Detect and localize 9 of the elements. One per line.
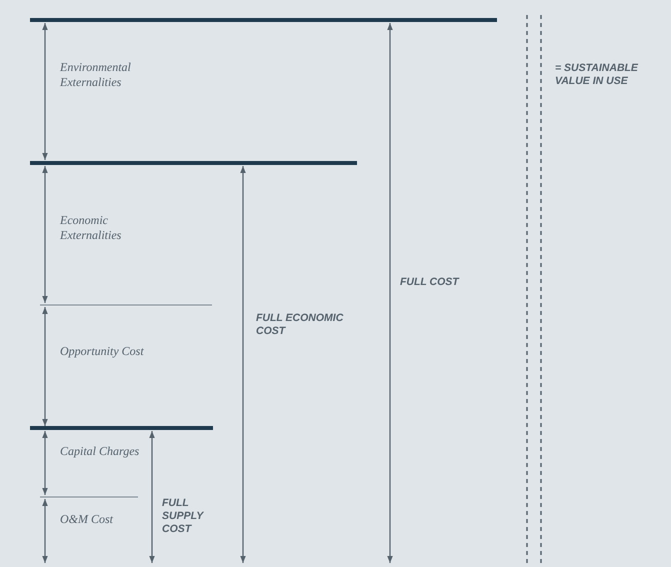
component-label: O&M Cost — [60, 512, 114, 527]
total-label: FULL ECONOMIC COST — [256, 312, 344, 338]
component-label: Economic Externalities — [60, 213, 122, 243]
total-label: FULL COST — [400, 276, 460, 289]
component-label: Environmental Externalities — [60, 60, 132, 90]
component-label: Capital Charges — [60, 444, 140, 459]
total-label: = SUSTAINABLE VALUE IN USE — [555, 62, 639, 88]
component-label: Opportunity Cost — [60, 344, 145, 359]
total-label: FULL SUPPLY COST — [162, 497, 205, 536]
